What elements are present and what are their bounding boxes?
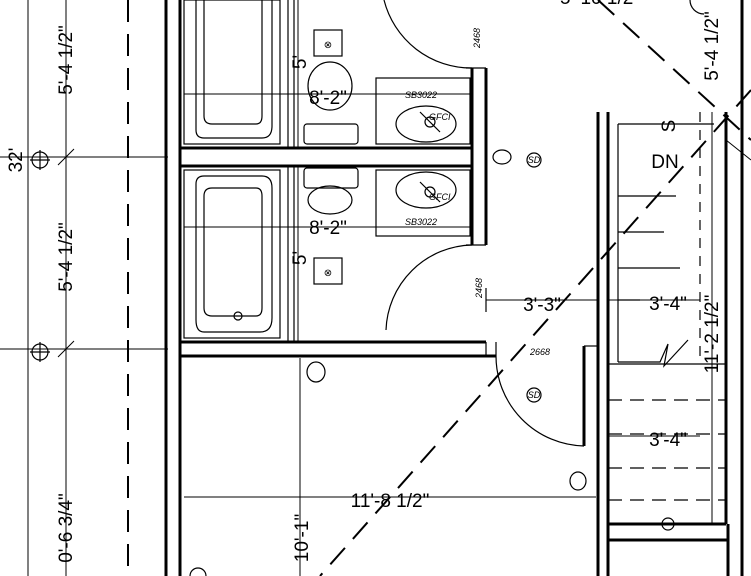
gfci-outlet-bottom <box>313 257 343 285</box>
smoke-detector-2 <box>526 387 542 403</box>
svg-text:⊗: ⊗ <box>324 40 332 51</box>
sink-bottom-label: SB3022 <box>405 217 437 227</box>
hallway: 3'-3" 2668 SD SD <box>306 112 600 576</box>
svg-text:⊗: ⊗ <box>324 268 332 279</box>
bathroom-top: ⊗ SB3022 GFCI 2468 8'-2" 5' <box>180 0 488 246</box>
light-fixture-1 <box>492 149 512 165</box>
hall-width: 3'-3" <box>523 295 561 316</box>
room-height: 10'-1" <box>292 514 313 562</box>
top-right-vertical-dimension: 5'-4 1/2" <box>702 11 723 81</box>
door-mid-label: 2468 <box>474 278 484 299</box>
centerline-symbol-2 <box>30 342 50 362</box>
smoke-detector-1 <box>526 152 542 168</box>
bathroom-bottom: ⊗ SB3022 GFCI 2468 8'-2" 5' <box>180 166 497 358</box>
middle-left-dimension: 5'-4 1/2" <box>56 222 77 292</box>
door-top-label: 2468 <box>472 28 482 49</box>
centerline-symbol-1 <box>30 150 50 170</box>
lower-room: 11'-8 1/2" 10'-1" <box>184 358 596 576</box>
svg-text:SD: SD <box>528 155 541 165</box>
stairway: DN S 3'-4" 3'-4" 11'-2 1/2" 5'-4 1/2" <box>606 0 751 576</box>
bath-top-width: 8'-2" <box>309 88 347 109</box>
diagonal-dashed-line-top <box>597 0 751 141</box>
svg-text:GFCI: GFCI <box>429 192 451 202</box>
bath-top-height: 5' <box>290 55 311 69</box>
overall-dimension: 32' <box>6 148 27 173</box>
svg-text:GFCI: GFCI <box>429 112 451 122</box>
gfci-outlet-top <box>313 29 343 57</box>
stair-width-upper: 3'-4" <box>649 294 687 315</box>
svg-text:SD: SD <box>528 390 541 400</box>
bath-bottom-width: 8'-2" <box>309 218 347 239</box>
light-fixture-3 <box>569 471 587 491</box>
room-width: 11'-8 1/2" <box>351 491 430 512</box>
top-partial-dimension: 5'-10 1/2" <box>560 0 640 9</box>
stair-up-label: S <box>659 120 680 133</box>
stair-width-lower: 3'-4" <box>649 430 687 451</box>
sink-top-label: SB3022 <box>405 90 437 100</box>
stair-run: 11'-2 1/2" <box>702 295 723 374</box>
diagonal-dashed-line-main <box>319 89 751 576</box>
bath-bottom-height: 5' <box>290 251 311 265</box>
lower-left-dimension: 0'-6 3/4" <box>56 493 77 563</box>
door-lower-label: 2668 <box>529 347 550 357</box>
light-fixture-2 <box>306 361 326 383</box>
stair-dn-label: DN <box>651 152 678 173</box>
upper-left-dimension: 5'-4 1/2" <box>56 25 77 95</box>
